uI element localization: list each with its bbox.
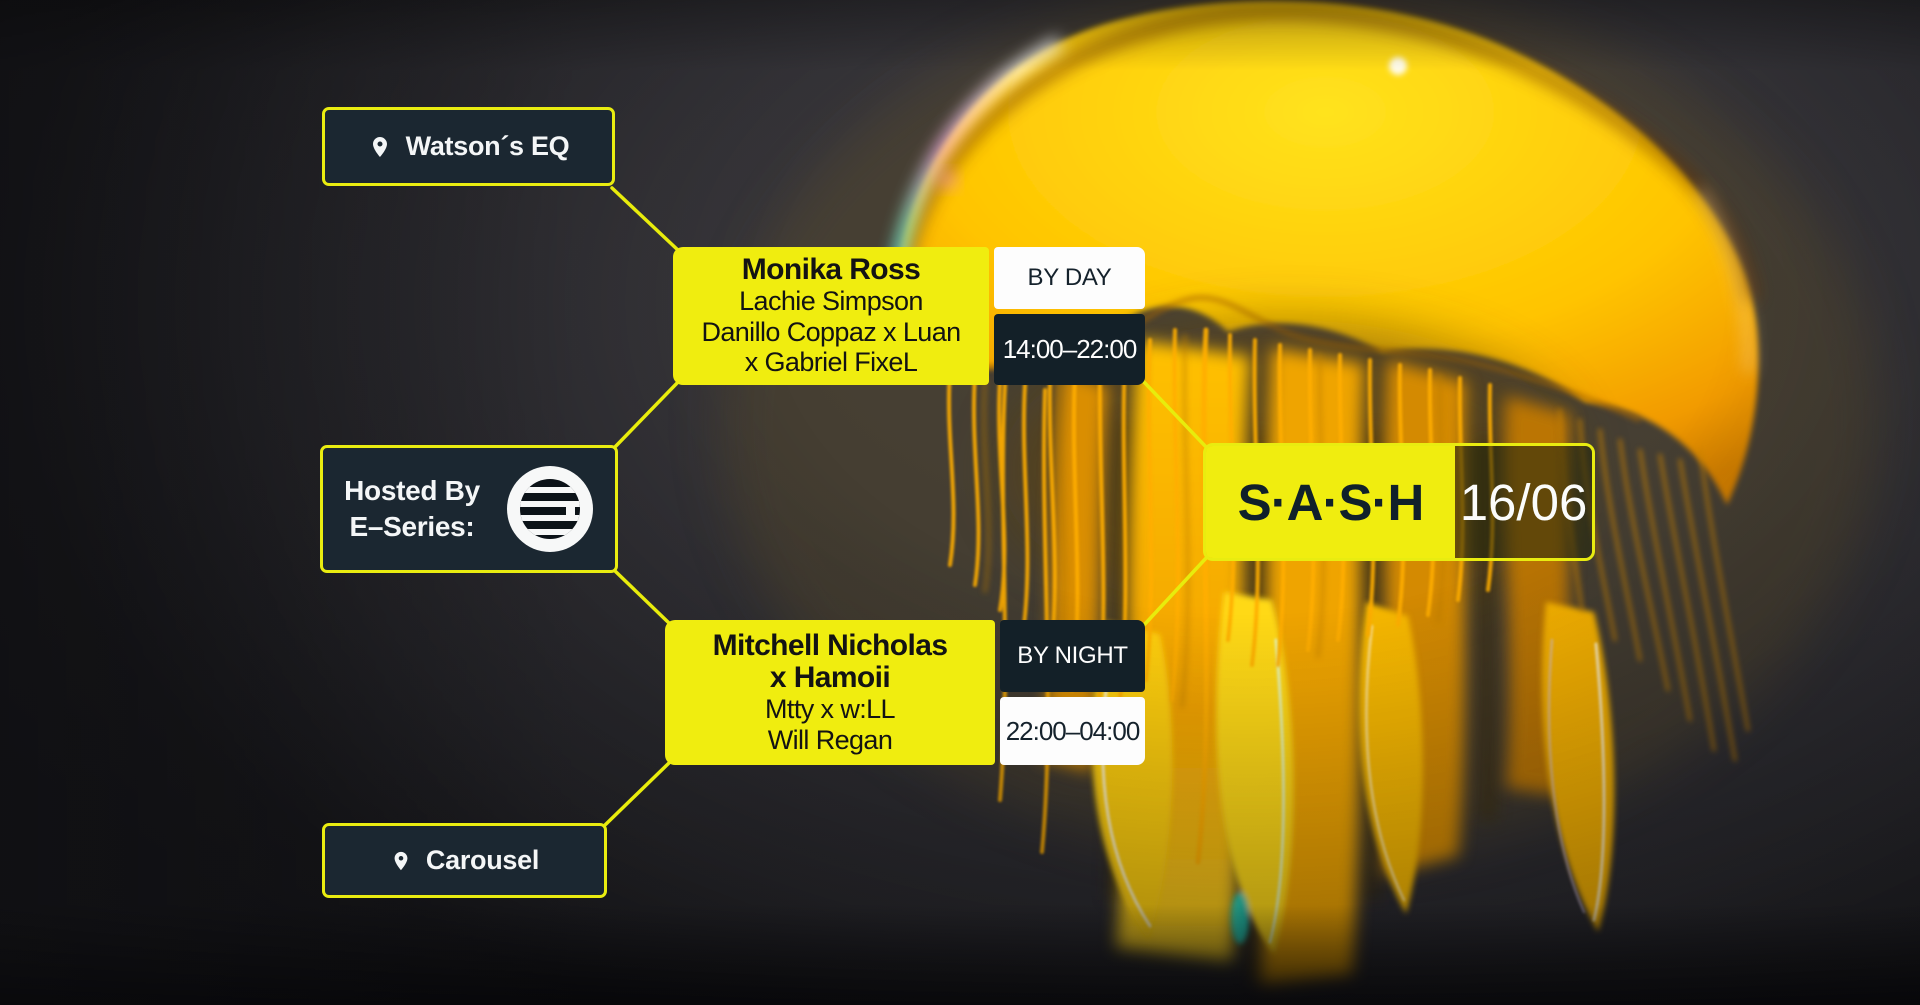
night-session-badge: BY NIGHT xyxy=(1000,620,1145,692)
venue-night-label: Carousel xyxy=(425,845,540,875)
day-time-badge: 14:00–22:00 xyxy=(994,314,1145,385)
connector-line xyxy=(610,186,682,254)
day-act: Danillo Coppaz x Luan xyxy=(701,316,961,347)
location-pin-icon xyxy=(394,851,408,870)
event-title-badge: S·A·S·H 16/06 xyxy=(1203,443,1595,561)
event-date: 16/06 xyxy=(1455,446,1592,558)
day-act: Lachie Simpson xyxy=(739,286,923,317)
day-session-badge: BY DAY xyxy=(994,247,1145,309)
day-act: x Gabriel FixeL xyxy=(744,347,918,378)
night-time-badge: 22:00–04:00 xyxy=(1000,697,1145,765)
day-headliner: Monika Ross xyxy=(741,253,921,287)
connector-line xyxy=(612,378,682,450)
host-line-2: E–Series: xyxy=(349,511,475,542)
e-series-logo-icon xyxy=(506,466,593,552)
connector-line xyxy=(1142,380,1210,451)
host-badge: Hosted By E–Series: xyxy=(320,445,618,573)
day-lineup-card: Monika Ross Lachie Simpson Danillo Coppa… xyxy=(673,247,989,385)
location-pin-icon xyxy=(372,136,387,157)
night-lineup-card: Mitchell Nicholas x Hamoii Mtty x w:LL W… xyxy=(665,620,995,765)
venue-night-badge: Carousel xyxy=(322,823,607,898)
venue-day-badge: Watson´s EQ xyxy=(322,107,615,186)
host-text: Hosted By E–Series: xyxy=(344,473,480,545)
venue-day-label: Watson´s EQ xyxy=(405,131,570,161)
event-name: S·A·S·H xyxy=(1206,446,1455,558)
night-act: Mtty x w:LL xyxy=(765,694,896,725)
night-headliner: Mitchell Nicholas xyxy=(712,628,948,662)
connector-line xyxy=(612,568,672,626)
night-headliner: x Hamoii xyxy=(769,661,891,694)
night-lineup-row: Mitchell Nicholas x Hamoii Mtty x w:LL W… xyxy=(665,620,1145,765)
night-time-column: BY NIGHT 22:00–04:00 xyxy=(1000,620,1145,765)
host-line-1: Hosted By xyxy=(344,475,480,507)
connector-line xyxy=(1142,554,1210,627)
day-lineup-row: Monika Ross Lachie Simpson Danillo Coppa… xyxy=(673,247,1145,385)
day-time-column: BY DAY 14:00–22:00 xyxy=(994,247,1145,385)
night-act: Will Regan xyxy=(767,724,893,755)
connector-line xyxy=(602,760,672,828)
